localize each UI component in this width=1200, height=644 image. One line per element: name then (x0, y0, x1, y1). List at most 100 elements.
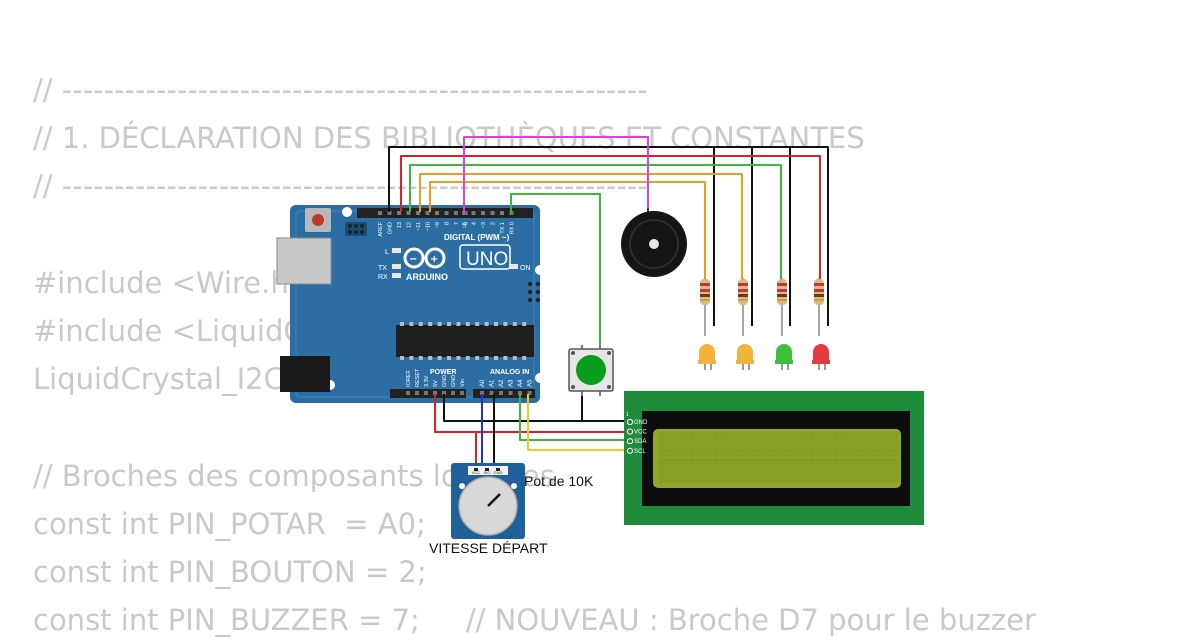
header-pin[interactable] (442, 391, 446, 395)
header-pin[interactable] (444, 211, 449, 215)
pot-pin[interactable] (496, 468, 500, 471)
svg-text:DIGITAL (PWM ~): DIGITAL (PWM ~) (444, 233, 510, 242)
wire-sda (519, 394, 628, 441)
pot-pin-label: SIG (484, 470, 491, 475)
code-line: // -------------------------------------… (33, 169, 648, 204)
header-pin[interactable] (508, 391, 513, 395)
svg-text:RX: RX (378, 274, 388, 281)
pin-label: A5 (528, 379, 534, 387)
lcd-pin[interactable] (626, 447, 634, 454)
potentiometer-caption: VITESSE DÉPART (429, 540, 548, 556)
lcd-pin-label: SDA (634, 439, 646, 445)
code-line: // -------------------------------------… (33, 73, 648, 107)
potentiometer-label: Pot de 10K (524, 473, 594, 489)
header-pin[interactable] (433, 391, 437, 395)
led-with-resistor[interactable] (736, 278, 754, 370)
header-pin[interactable] (509, 211, 514, 215)
header-pin[interactable] (406, 211, 411, 215)
code-line: const int PIN_POTAR = A0; (33, 506, 426, 541)
resistor (777, 278, 787, 336)
wire-5v-pot (434, 394, 477, 470)
svg-text:1: 1 (626, 412, 629, 418)
pin-label: 4 (472, 222, 478, 225)
power-jack (280, 356, 330, 392)
svg-text:−: − (409, 254, 417, 265)
pin-label: 13 (397, 222, 403, 228)
wire-green-led (409, 164, 782, 280)
led (698, 344, 716, 370)
pot-pin-label: GND (494, 470, 503, 475)
pin-label: RESET (415, 368, 421, 387)
led (812, 344, 830, 370)
analog-header (473, 389, 535, 398)
pin-label: ~11 (416, 222, 422, 231)
code-line: // 1. DÉCLARATION DES BIBLIOTHÈQUES ET C… (33, 121, 865, 156)
pin-label: TX 1 (500, 222, 506, 234)
code-line: #include <Wire.h> (33, 265, 314, 300)
header-pin[interactable] (454, 211, 458, 215)
wire-green-button (510, 193, 601, 352)
pin-label: ~5 (462, 222, 468, 228)
header-pin[interactable] (424, 391, 428, 395)
header-pin[interactable] (451, 391, 455, 395)
pot-pin[interactable] (485, 468, 489, 471)
lcd-pin[interactable] (626, 418, 634, 426)
header-pin[interactable] (425, 211, 430, 215)
header-pin[interactable] (416, 211, 420, 215)
lcd-pin[interactable] (626, 428, 634, 435)
led-with-resistor[interactable] (812, 278, 830, 370)
push-button[interactable] (568, 345, 614, 396)
wire-gnd-lcd (443, 394, 628, 422)
header-pin[interactable] (499, 391, 503, 395)
wires (388, 136, 829, 470)
arduino-logo: − + (403, 247, 446, 269)
svg-text:POWER: POWER (430, 369, 456, 376)
usb-connector (276, 237, 332, 285)
wire-scl (527, 394, 628, 451)
pin-label: IOREF (406, 370, 412, 387)
pin-label: ~9 (435, 222, 441, 228)
led-with-resistor[interactable] (775, 278, 793, 370)
header-pin[interactable] (387, 211, 392, 215)
header-pin[interactable] (378, 211, 382, 215)
led-array (698, 278, 830, 370)
resistor (700, 278, 710, 336)
wire-orange-led-1 (429, 181, 706, 280)
lcd-pin-label: SCL (634, 449, 646, 455)
buzzer[interactable] (621, 208, 687, 277)
header-pin[interactable] (435, 211, 439, 215)
header-pin[interactable] (460, 391, 464, 395)
pin-label: 8 (445, 222, 451, 225)
pin-label: GND (442, 375, 448, 387)
svg-text:ARDUINO: ARDUINO (406, 272, 448, 282)
header-pin[interactable] (518, 391, 522, 395)
pot-pin[interactable] (474, 468, 478, 471)
header-pin[interactable] (471, 211, 476, 215)
pin-label: RX 0 (510, 222, 516, 234)
header-pin[interactable] (406, 391, 410, 395)
header-pin[interactable] (500, 211, 504, 215)
header-pin[interactable] (397, 211, 401, 215)
header-pin[interactable] (527, 391, 532, 395)
header-pin[interactable] (480, 391, 484, 395)
code-line: const int PIN_BOUTON = 2; (33, 554, 427, 589)
pin-label: AREF (378, 221, 384, 236)
header-pin[interactable] (490, 211, 495, 215)
header-pin[interactable] (415, 391, 419, 395)
led-with-resistor[interactable] (698, 278, 716, 370)
pin-label: 2 (491, 222, 497, 225)
header-pin[interactable] (481, 211, 485, 215)
lcd-pin[interactable] (626, 438, 634, 445)
header-pin[interactable] (489, 391, 494, 395)
lcd-pin-label: VCC (634, 430, 647, 436)
led (736, 344, 754, 370)
header-pin[interactable] (462, 211, 466, 215)
pin-label: 7 (454, 222, 460, 225)
reset-button[interactable] (305, 208, 331, 232)
wire-orange-led-2 (419, 173, 743, 280)
pot-pin-label: VCC (472, 470, 481, 475)
